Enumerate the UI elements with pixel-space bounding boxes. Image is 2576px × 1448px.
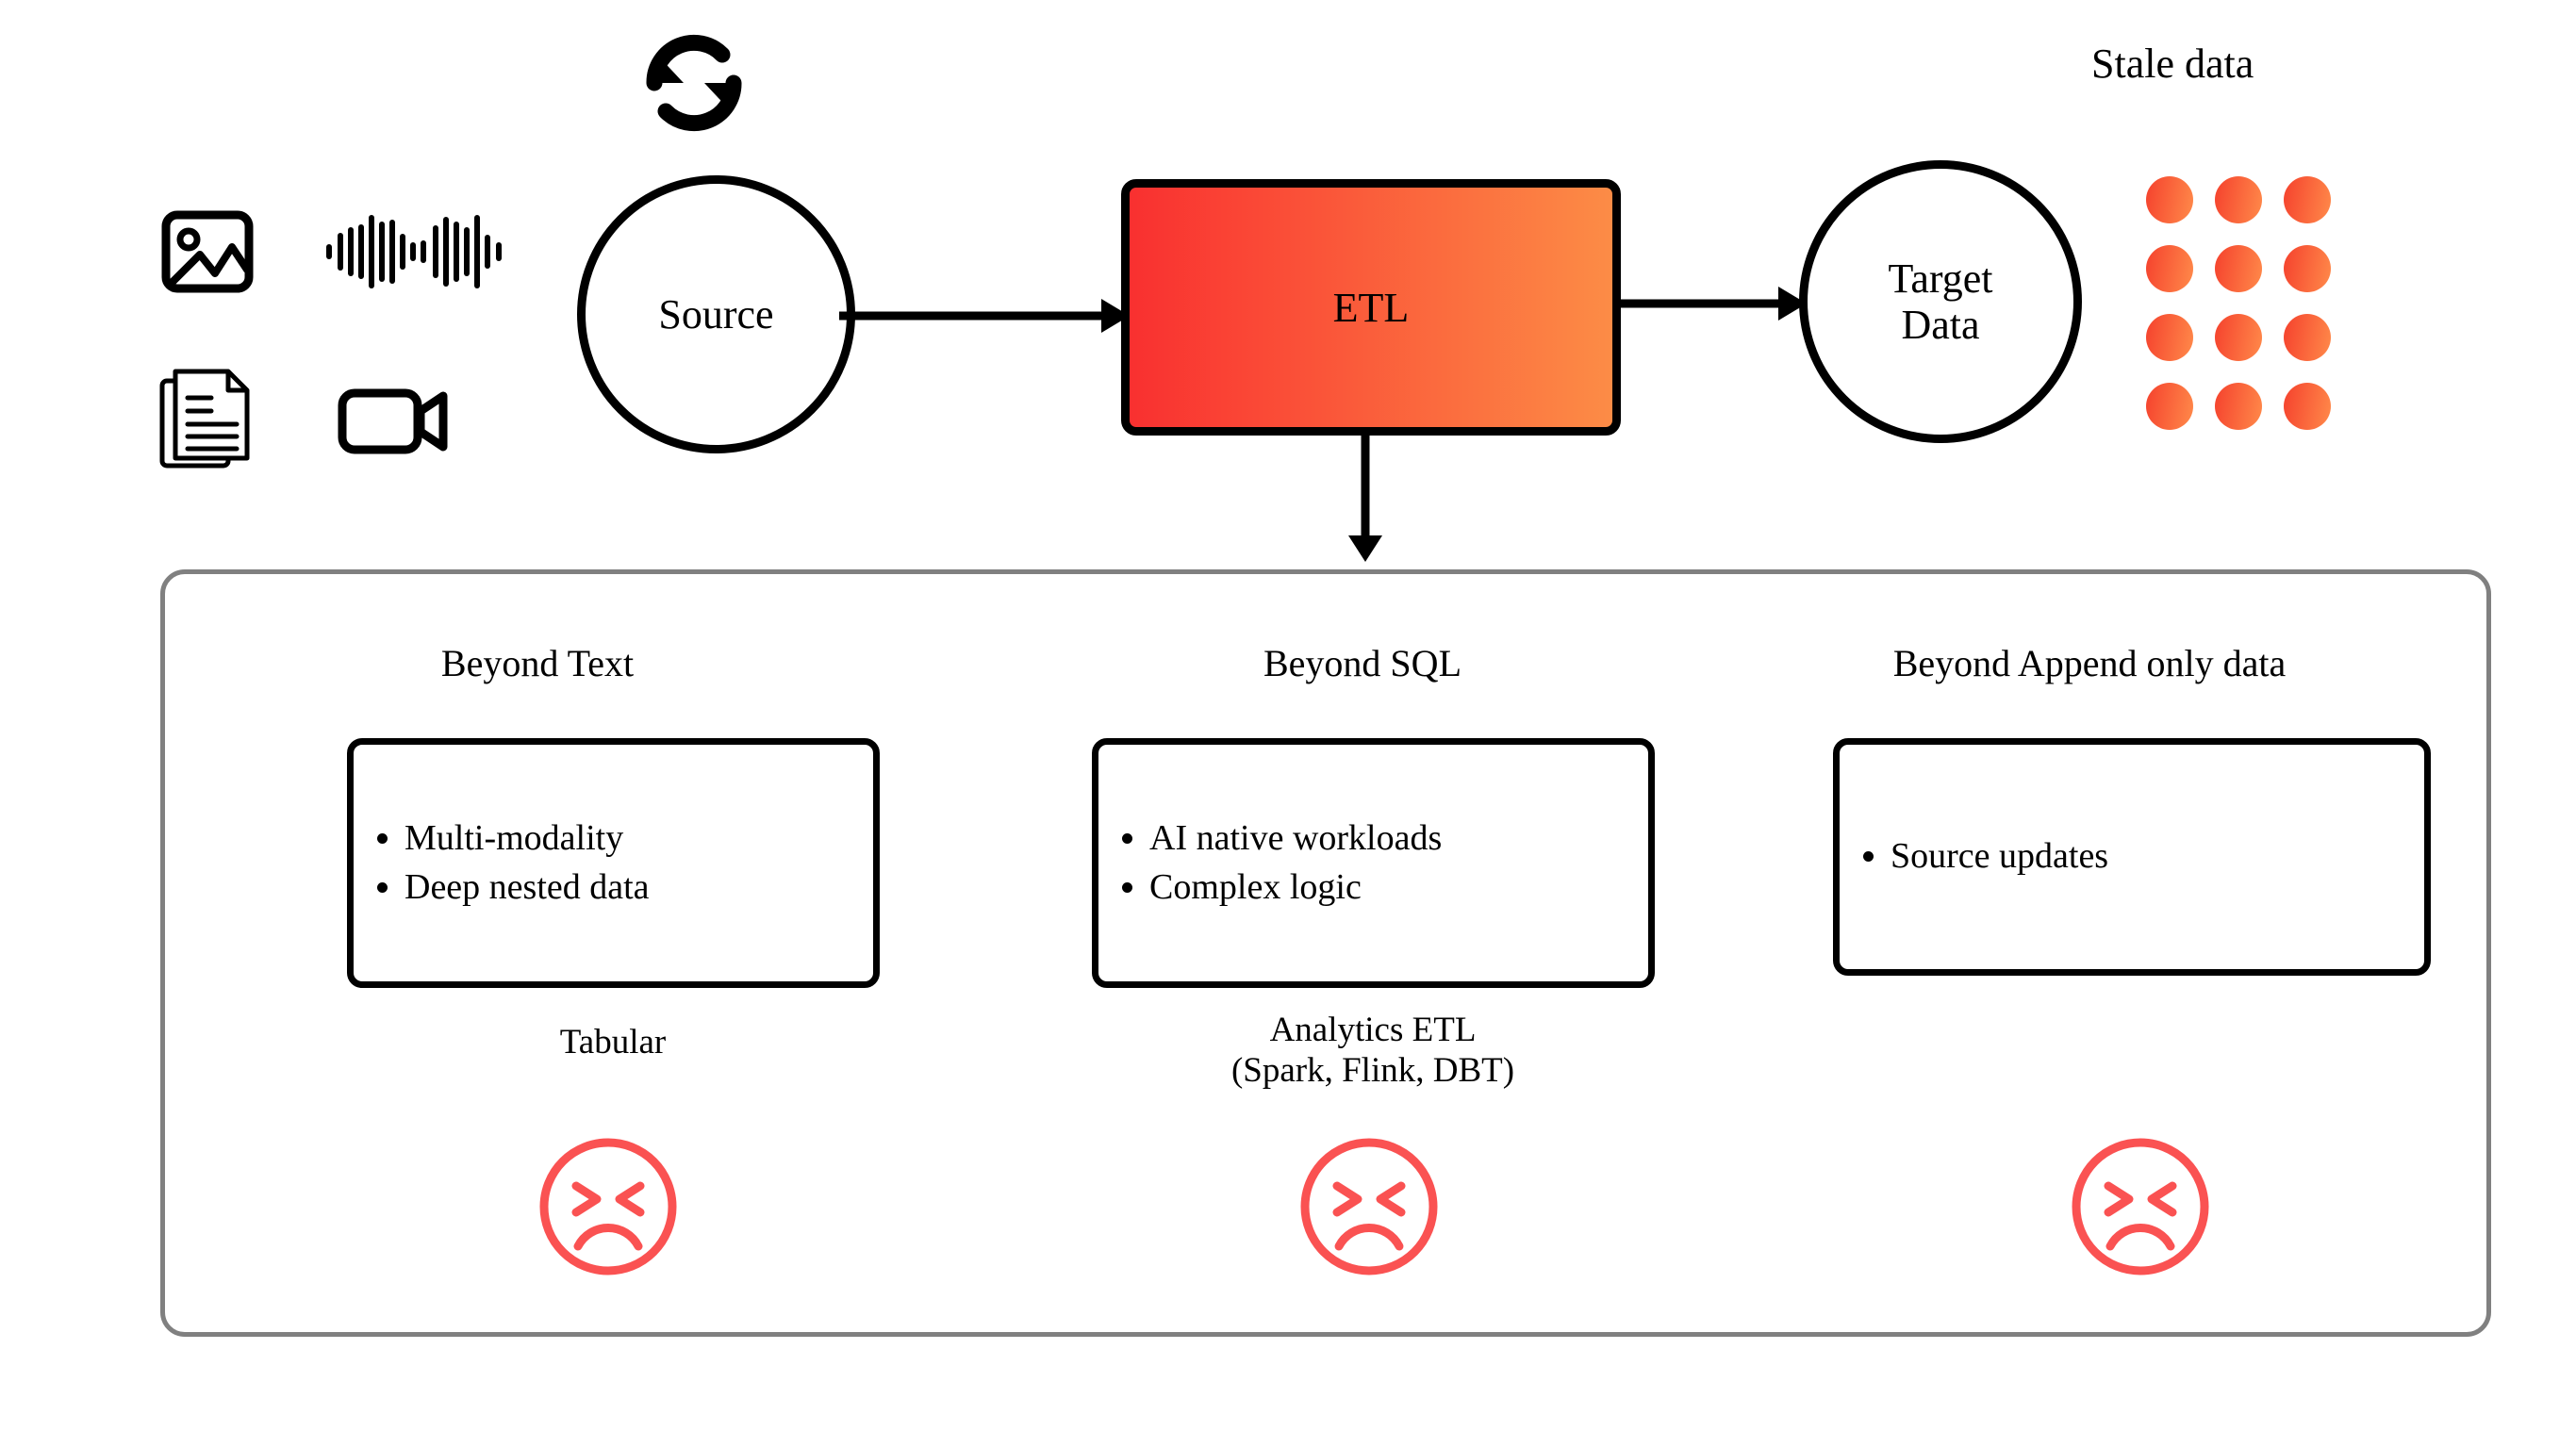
- stale-data-dot: [2215, 314, 2262, 361]
- list-item: Source updates: [1891, 832, 2424, 880]
- stale-data-dot: [2215, 176, 2262, 223]
- column-title-beyond-append-only-data: Beyond Append only data: [1892, 642, 2287, 684]
- feature-box-beyond-sql: AI native workloads Complex logic: [1092, 738, 1655, 988]
- document-icon: [159, 369, 250, 469]
- list-item: Multi-modality: [405, 814, 873, 863]
- refresh-sync-icon: [646, 34, 742, 132]
- column-caption-analytics-etl: Analytics ETL (Spark, Flink, DBT): [1230, 1011, 1515, 1090]
- stale-data-dot: [2146, 176, 2193, 223]
- column-caption-tabular: Tabular: [559, 1023, 667, 1061]
- column-title-beyond-sql: Beyond SQL: [1263, 642, 1461, 684]
- video-camera-icon: [338, 388, 448, 454]
- feature-list-beyond-sql: AI native workloads Complex logic: [1098, 814, 1648, 912]
- stale-data-dots: [2146, 176, 2331, 430]
- arrow-etl-to-target: [1620, 287, 1807, 321]
- etl-node: ETL: [1121, 179, 1621, 436]
- sad-face-icon: [539, 1138, 677, 1275]
- image-icon: [161, 210, 254, 293]
- stale-data-dot: [2284, 314, 2331, 361]
- audio-waveform-icon: [326, 215, 502, 288]
- arrow-source-to-etl: [839, 299, 1130, 333]
- stale-data-dot: [2284, 245, 2331, 292]
- stale-data-dot: [2146, 314, 2193, 361]
- etl-label: ETL: [1332, 284, 1410, 331]
- stale-data-dot: [2146, 383, 2193, 430]
- target-node: Target Data: [1799, 160, 2082, 443]
- sad-face-icon: [2072, 1138, 2209, 1275]
- list-item: AI native workloads: [1149, 814, 1648, 863]
- feature-box-beyond-text: Multi-modality Deep nested data: [347, 738, 880, 988]
- stale-data-label: Stale data: [2091, 41, 2254, 87]
- target-label-line2: Data: [1901, 302, 1980, 348]
- stale-data-dot: [2284, 176, 2331, 223]
- stale-data-dot: [2284, 383, 2331, 430]
- sad-face-icon: [1300, 1138, 1438, 1275]
- arrow-etl-to-panel: [1348, 432, 1382, 562]
- column-title-beyond-text: Beyond Text: [440, 642, 635, 684]
- source-node: Source: [577, 175, 855, 453]
- feature-list-beyond-text: Multi-modality Deep nested data: [354, 814, 873, 912]
- list-item: Deep nested data: [405, 864, 873, 912]
- source-label: Source: [658, 290, 774, 337]
- stale-data-dot: [2215, 245, 2262, 292]
- target-label-line1: Target: [1888, 255, 1993, 302]
- feature-list-beyond-append-only-data: Source updates: [1840, 832, 2424, 880]
- stale-data-dot: [2146, 245, 2193, 292]
- feature-box-beyond-append-only-data: Source updates: [1833, 738, 2431, 976]
- list-item: Complex logic: [1149, 864, 1648, 912]
- stale-data-dot: [2215, 383, 2262, 430]
